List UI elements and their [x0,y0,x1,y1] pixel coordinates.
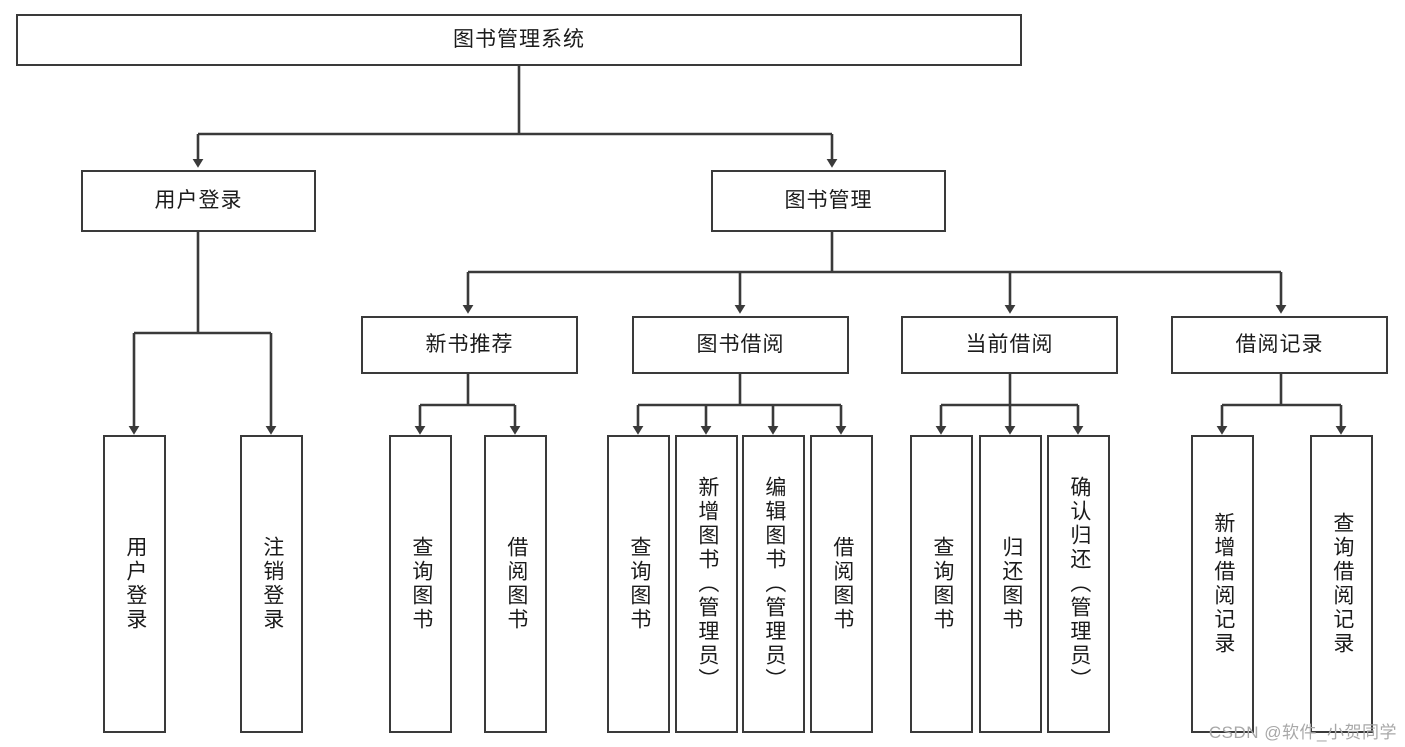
node-borrow-record-label: 借阅记录 [1235,332,1324,356]
node-borrow-record[interactable]: 借阅记录 [1171,316,1388,374]
node-book-borrow[interactable]: 图书借阅 [632,316,849,374]
node-leaf-add-borrow-record[interactable]: 新增借阅记录 [1191,435,1254,733]
node-leaf-query-book-1[interactable]: 查询图书 [389,435,452,733]
node-leaf-query-book-3[interactable]: 查询图书 [910,435,973,733]
node-user-login-label: 用户登录 [154,188,243,212]
node-leaf-add-borrow-record-label: 新增借阅记录 [1211,512,1235,656]
node-new-book-recommend-label: 新书推荐 [425,332,514,356]
node-current-borrow[interactable]: 当前借阅 [901,316,1118,374]
node-leaf-add-book-label: 新增图书（管理员） [695,476,719,692]
node-leaf-query-book-2[interactable]: 查询图书 [607,435,670,733]
node-leaf-query-borrow-record[interactable]: 查询借阅记录 [1310,435,1373,733]
node-user-login[interactable]: 用户登录 [81,170,316,232]
node-root-label: 图书管理系统 [453,27,585,51]
node-leaf-confirm-return-label: 确认归还（管理员） [1067,476,1091,692]
node-leaf-borrow-book-2[interactable]: 借阅图书 [810,435,873,733]
node-leaf-borrow-book-1[interactable]: 借阅图书 [484,435,547,733]
node-leaf-logout-login-label: 注销登录 [260,536,284,632]
node-leaf-confirm-return[interactable]: 确认归还（管理员） [1047,435,1110,733]
node-leaf-edit-book-label: 编辑图书（管理员） [762,476,786,692]
node-leaf-user-login-label: 用户登录 [123,536,147,632]
node-leaf-return-book[interactable]: 归还图书 [979,435,1042,733]
node-leaf-query-borrow-record-label: 查询借阅记录 [1330,512,1354,656]
node-leaf-edit-book[interactable]: 编辑图书（管理员） [742,435,805,733]
node-root[interactable]: 图书管理系统 [16,14,1022,66]
watermark-text: CSDN @软件_小贺同学 [1208,723,1397,742]
node-current-borrow-label: 当前借阅 [965,332,1054,356]
node-book-borrow-label: 图书借阅 [696,332,785,356]
node-book-manage-label: 图书管理 [784,188,873,212]
node-leaf-query-book-2-label: 查询图书 [627,536,651,632]
node-book-manage[interactable]: 图书管理 [711,170,946,232]
node-new-book-recommend[interactable]: 新书推荐 [361,316,578,374]
node-leaf-query-book-1-label: 查询图书 [409,536,433,632]
node-leaf-query-book-3-label: 查询图书 [930,536,954,632]
node-leaf-borrow-book-1-label: 借阅图书 [504,536,528,632]
node-leaf-return-book-label: 归还图书 [999,536,1023,632]
node-leaf-logout-login[interactable]: 注销登录 [240,435,303,733]
node-leaf-add-book[interactable]: 新增图书（管理员） [675,435,738,733]
node-leaf-borrow-book-2-label: 借阅图书 [830,536,854,632]
node-leaf-user-login[interactable]: 用户登录 [103,435,166,733]
